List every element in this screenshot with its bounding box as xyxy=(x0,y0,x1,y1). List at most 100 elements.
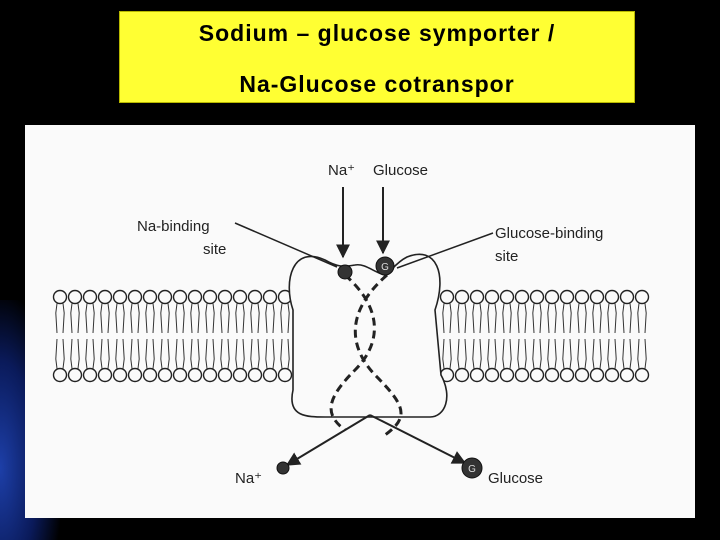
lipid-tail xyxy=(502,338,505,369)
lipid-head xyxy=(529,289,545,305)
lipid-head xyxy=(157,367,173,383)
lipid-head xyxy=(454,367,470,383)
lipid-tail xyxy=(212,338,215,369)
lipid-head xyxy=(127,289,143,305)
lipid-tail xyxy=(442,338,445,369)
lipid-tail xyxy=(509,303,512,334)
slide-title-box: Sodium – glucose symporter / Na-Glucose … xyxy=(119,11,635,103)
bound-glucose-symbol: G xyxy=(381,262,389,273)
label-top-na: Na⁺ xyxy=(328,162,355,179)
lipid-tail xyxy=(622,303,625,334)
lipid-tail xyxy=(265,338,268,369)
lipid-head xyxy=(202,367,218,383)
na-binding-pointer xyxy=(234,222,338,268)
lipid-tail xyxy=(115,338,118,369)
lipid-head xyxy=(82,367,98,383)
lipid-tail xyxy=(160,303,163,334)
lipid-head xyxy=(514,289,530,305)
lipid-tail xyxy=(100,303,103,334)
lipid-tail xyxy=(130,338,133,369)
lipid-tail xyxy=(562,303,565,334)
lipid-tail xyxy=(257,338,260,369)
lipid-tail xyxy=(137,303,140,334)
lipid-tail xyxy=(197,338,200,369)
lipid-tail xyxy=(592,303,595,334)
lipid-head xyxy=(589,289,605,305)
lipid-tail xyxy=(517,303,520,334)
lipid-tail xyxy=(272,303,275,334)
lipid-head xyxy=(634,289,650,305)
lipid-tail xyxy=(487,303,490,334)
lipid-tail xyxy=(107,338,110,369)
lipid-tail xyxy=(235,303,238,334)
lipid-tail xyxy=(85,338,88,369)
lipid-tail xyxy=(524,338,527,369)
lipid-tail xyxy=(92,303,95,334)
slide-title-line1: Sodium – glucose symporter / xyxy=(198,20,556,46)
lipid-tail xyxy=(92,338,95,369)
lipid-tail xyxy=(77,303,80,334)
lipid-tail xyxy=(449,338,452,369)
lipid-tail xyxy=(250,303,253,334)
lipid-tail xyxy=(152,303,155,334)
lipid-head xyxy=(172,367,188,383)
lipid-tail xyxy=(494,338,497,369)
lipid-tail xyxy=(182,338,185,369)
sodium-exit-arrow xyxy=(285,414,371,466)
lipid-head xyxy=(127,367,143,383)
lipid-head xyxy=(619,367,635,383)
lipid-tail xyxy=(287,338,290,369)
lipid-head xyxy=(529,367,545,383)
lipid-head xyxy=(469,367,485,383)
lipid-tail xyxy=(175,338,178,369)
lipid-head xyxy=(172,289,188,305)
lipid-tail xyxy=(145,303,148,334)
lipid-tail xyxy=(145,338,148,369)
lipid-head xyxy=(202,289,218,305)
lipid-tail xyxy=(70,338,73,369)
lipid-tail xyxy=(167,303,170,334)
lipid-tail xyxy=(539,303,542,334)
glucose-binding-pointer xyxy=(396,232,494,269)
lipid-tail xyxy=(77,338,80,369)
lipid-tail xyxy=(532,303,535,334)
lipid-tail xyxy=(107,303,110,334)
lipid-head xyxy=(454,289,470,305)
lipid-tail xyxy=(449,303,452,334)
lipid-tail xyxy=(547,338,550,369)
lipid-head xyxy=(559,367,575,383)
lipid-tail xyxy=(62,303,65,334)
lipid-head xyxy=(157,289,173,305)
lipid-head xyxy=(634,367,650,383)
lipid-head xyxy=(499,289,515,305)
lipid-tail xyxy=(257,303,260,334)
lipid-tail xyxy=(205,303,208,334)
released-glucose-symbol: G xyxy=(468,464,476,475)
lipid-head xyxy=(544,367,560,383)
lipid-tail xyxy=(175,303,178,334)
lipid-tail xyxy=(122,303,125,334)
sodium-pathway xyxy=(329,273,376,432)
lipid-tail xyxy=(562,338,565,369)
lipid-tail xyxy=(55,338,58,369)
lipid-tail xyxy=(137,338,140,369)
lipid-head xyxy=(52,289,68,305)
lipid-tail xyxy=(85,303,88,334)
lipid-head xyxy=(514,367,530,383)
label-top-glucose: Glucose xyxy=(373,162,428,179)
lipid-tail xyxy=(220,303,223,334)
lipid-tail xyxy=(569,303,572,334)
lipid-head xyxy=(439,289,455,305)
lipid-tail xyxy=(250,338,253,369)
lipid-head xyxy=(262,289,278,305)
lipid-tail xyxy=(614,303,617,334)
lipid-head xyxy=(187,289,203,305)
lipid-tail xyxy=(152,338,155,369)
lipid-head xyxy=(499,367,515,383)
lipid-head xyxy=(469,289,485,305)
lipid-head xyxy=(112,367,128,383)
lipid-head xyxy=(484,367,500,383)
lipid-tail xyxy=(614,338,617,369)
lipid-tail xyxy=(280,303,283,334)
lipid-head xyxy=(187,367,203,383)
